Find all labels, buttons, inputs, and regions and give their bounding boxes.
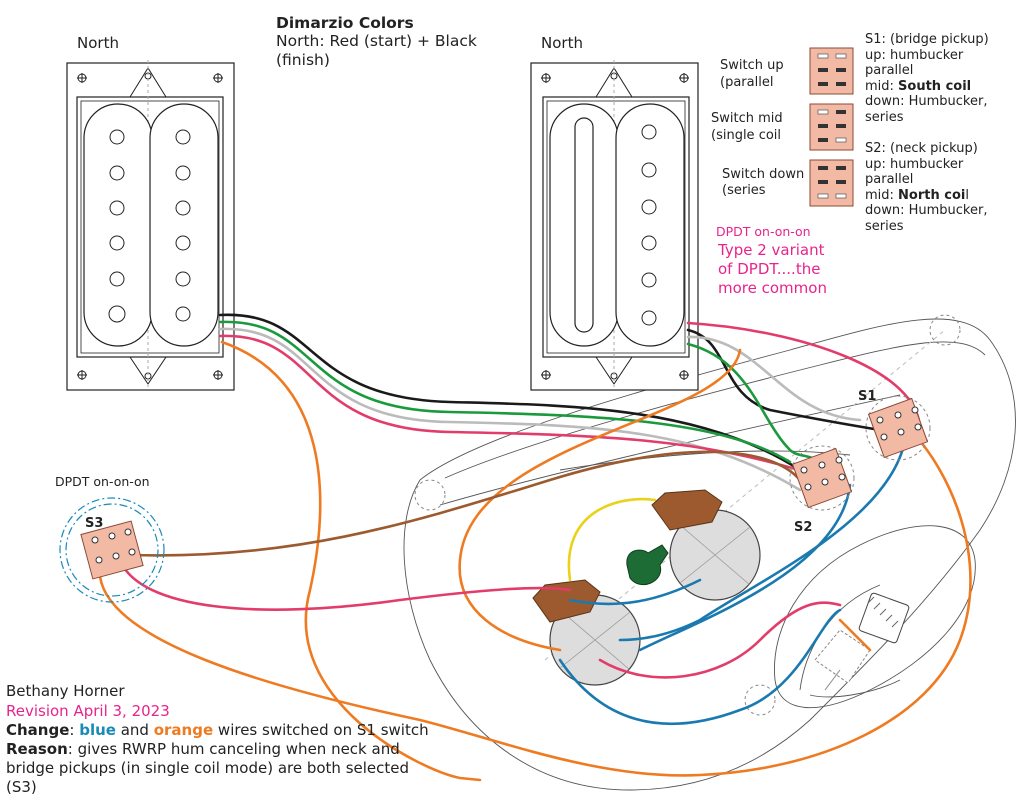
wire-orange <box>98 428 972 777</box>
tone-capacitor-icon <box>626 544 669 586</box>
switch-down-sublabel: (series <box>722 183 766 198</box>
wire-gray <box>686 335 862 422</box>
dpdt-type-label: DPDT on-on-on <box>716 224 811 239</box>
color-note-line2: (finish) <box>276 51 330 69</box>
switch-up-icon <box>809 47 854 95</box>
author: Bethany Horner <box>6 682 125 700</box>
switch-s2 <box>789 445 855 511</box>
coil-poles <box>615 103 685 347</box>
switch-down-label: Switch down <box>722 167 804 182</box>
revision-date: Revision April 3, 2023 <box>6 702 170 720</box>
s2-note-line: S2: (neck pickup) <box>865 141 978 156</box>
blade-rail <box>574 117 594 333</box>
s1-notes: S1: (bridge pickup) up: humbucker parall… <box>865 32 989 125</box>
change-note: Change: blue and orange wires switched o… <box>6 721 429 739</box>
s2-note-line: down: Humbucker, <box>865 203 987 218</box>
wire-orange <box>220 340 482 782</box>
reason-note-line2: bridge pickups (in single coil mode) are… <box>6 759 409 777</box>
switch-down-icon <box>809 159 854 207</box>
wire-green <box>218 320 792 464</box>
pole-pieces <box>641 124 657 326</box>
wire-orange <box>458 348 742 652</box>
s1-label: S1 <box>858 389 876 404</box>
page-title: Dimarzio Colors <box>276 14 414 32</box>
coil-north <box>149 103 219 347</box>
s1-mid-note: mid: South coil <box>865 79 971 94</box>
tone-pot <box>651 489 761 601</box>
switch-mid-icon <box>809 103 854 151</box>
mounting-screws <box>77 73 223 380</box>
wire-orange <box>838 618 872 652</box>
switch-s1 <box>865 395 931 461</box>
switch-mid-sublabel: (single coil <box>711 128 781 143</box>
neck-pickup-label: North <box>541 34 583 52</box>
dpdt-note-line: Type 2 variant <box>717 241 825 259</box>
wire-brown <box>128 450 802 557</box>
switch-up-label: Switch up <box>720 58 784 73</box>
s1-note-line: parallel <box>865 63 913 78</box>
s2-note-line: up: humbucker <box>865 157 964 172</box>
wire-black <box>686 328 882 432</box>
neck-pickup <box>530 60 699 391</box>
dpdt-note-line: of DPDT....the <box>718 260 820 278</box>
wire-blue <box>638 483 852 652</box>
bridge-pickup <box>66 60 235 391</box>
reason-note: Reason: gives RWRP hum canceling when ne… <box>6 740 400 758</box>
s1-note-line: up: humbucker <box>865 48 964 63</box>
s1-note-line: S1: (bridge pickup) <box>865 32 989 47</box>
wire-yellow <box>567 497 657 582</box>
reason-note-line3: (S3) <box>6 778 37 796</box>
wire-red <box>118 558 572 611</box>
wire-red <box>218 334 817 477</box>
wires <box>98 313 972 782</box>
s3-type-label: DPDT on-on-on <box>55 474 150 489</box>
switch-mid-label: Switch mid <box>711 111 783 126</box>
pole-pieces <box>108 129 191 323</box>
dpdt-note-line: more common <box>718 279 827 297</box>
wire-red <box>598 601 842 679</box>
switch-s3 <box>59 497 165 603</box>
s2-note-line: parallel <box>865 172 913 187</box>
switch-up-sublabel: (parallel <box>720 75 773 90</box>
s2-notes: S2: (neck pickup) up: humbucker parallel… <box>865 141 987 234</box>
mounting-screws <box>541 73 689 380</box>
wire-blue <box>568 578 702 606</box>
bridge-pickup-label: North <box>77 34 119 52</box>
wire-black <box>218 313 802 472</box>
volume-pot <box>532 579 641 686</box>
s2-label: S2 <box>794 520 812 535</box>
wire-blue <box>558 608 842 726</box>
s1-note-line: down: Humbucker, <box>865 94 987 109</box>
color-note-line1: North: Red (start) + Black <box>276 32 477 50</box>
s2-note-line: series <box>865 219 904 234</box>
s1-note-line: series <box>865 110 904 125</box>
s3-label: S3 <box>85 516 103 531</box>
wire-blue <box>618 438 907 642</box>
s2-mid-note: mid: North coil <box>865 188 969 203</box>
